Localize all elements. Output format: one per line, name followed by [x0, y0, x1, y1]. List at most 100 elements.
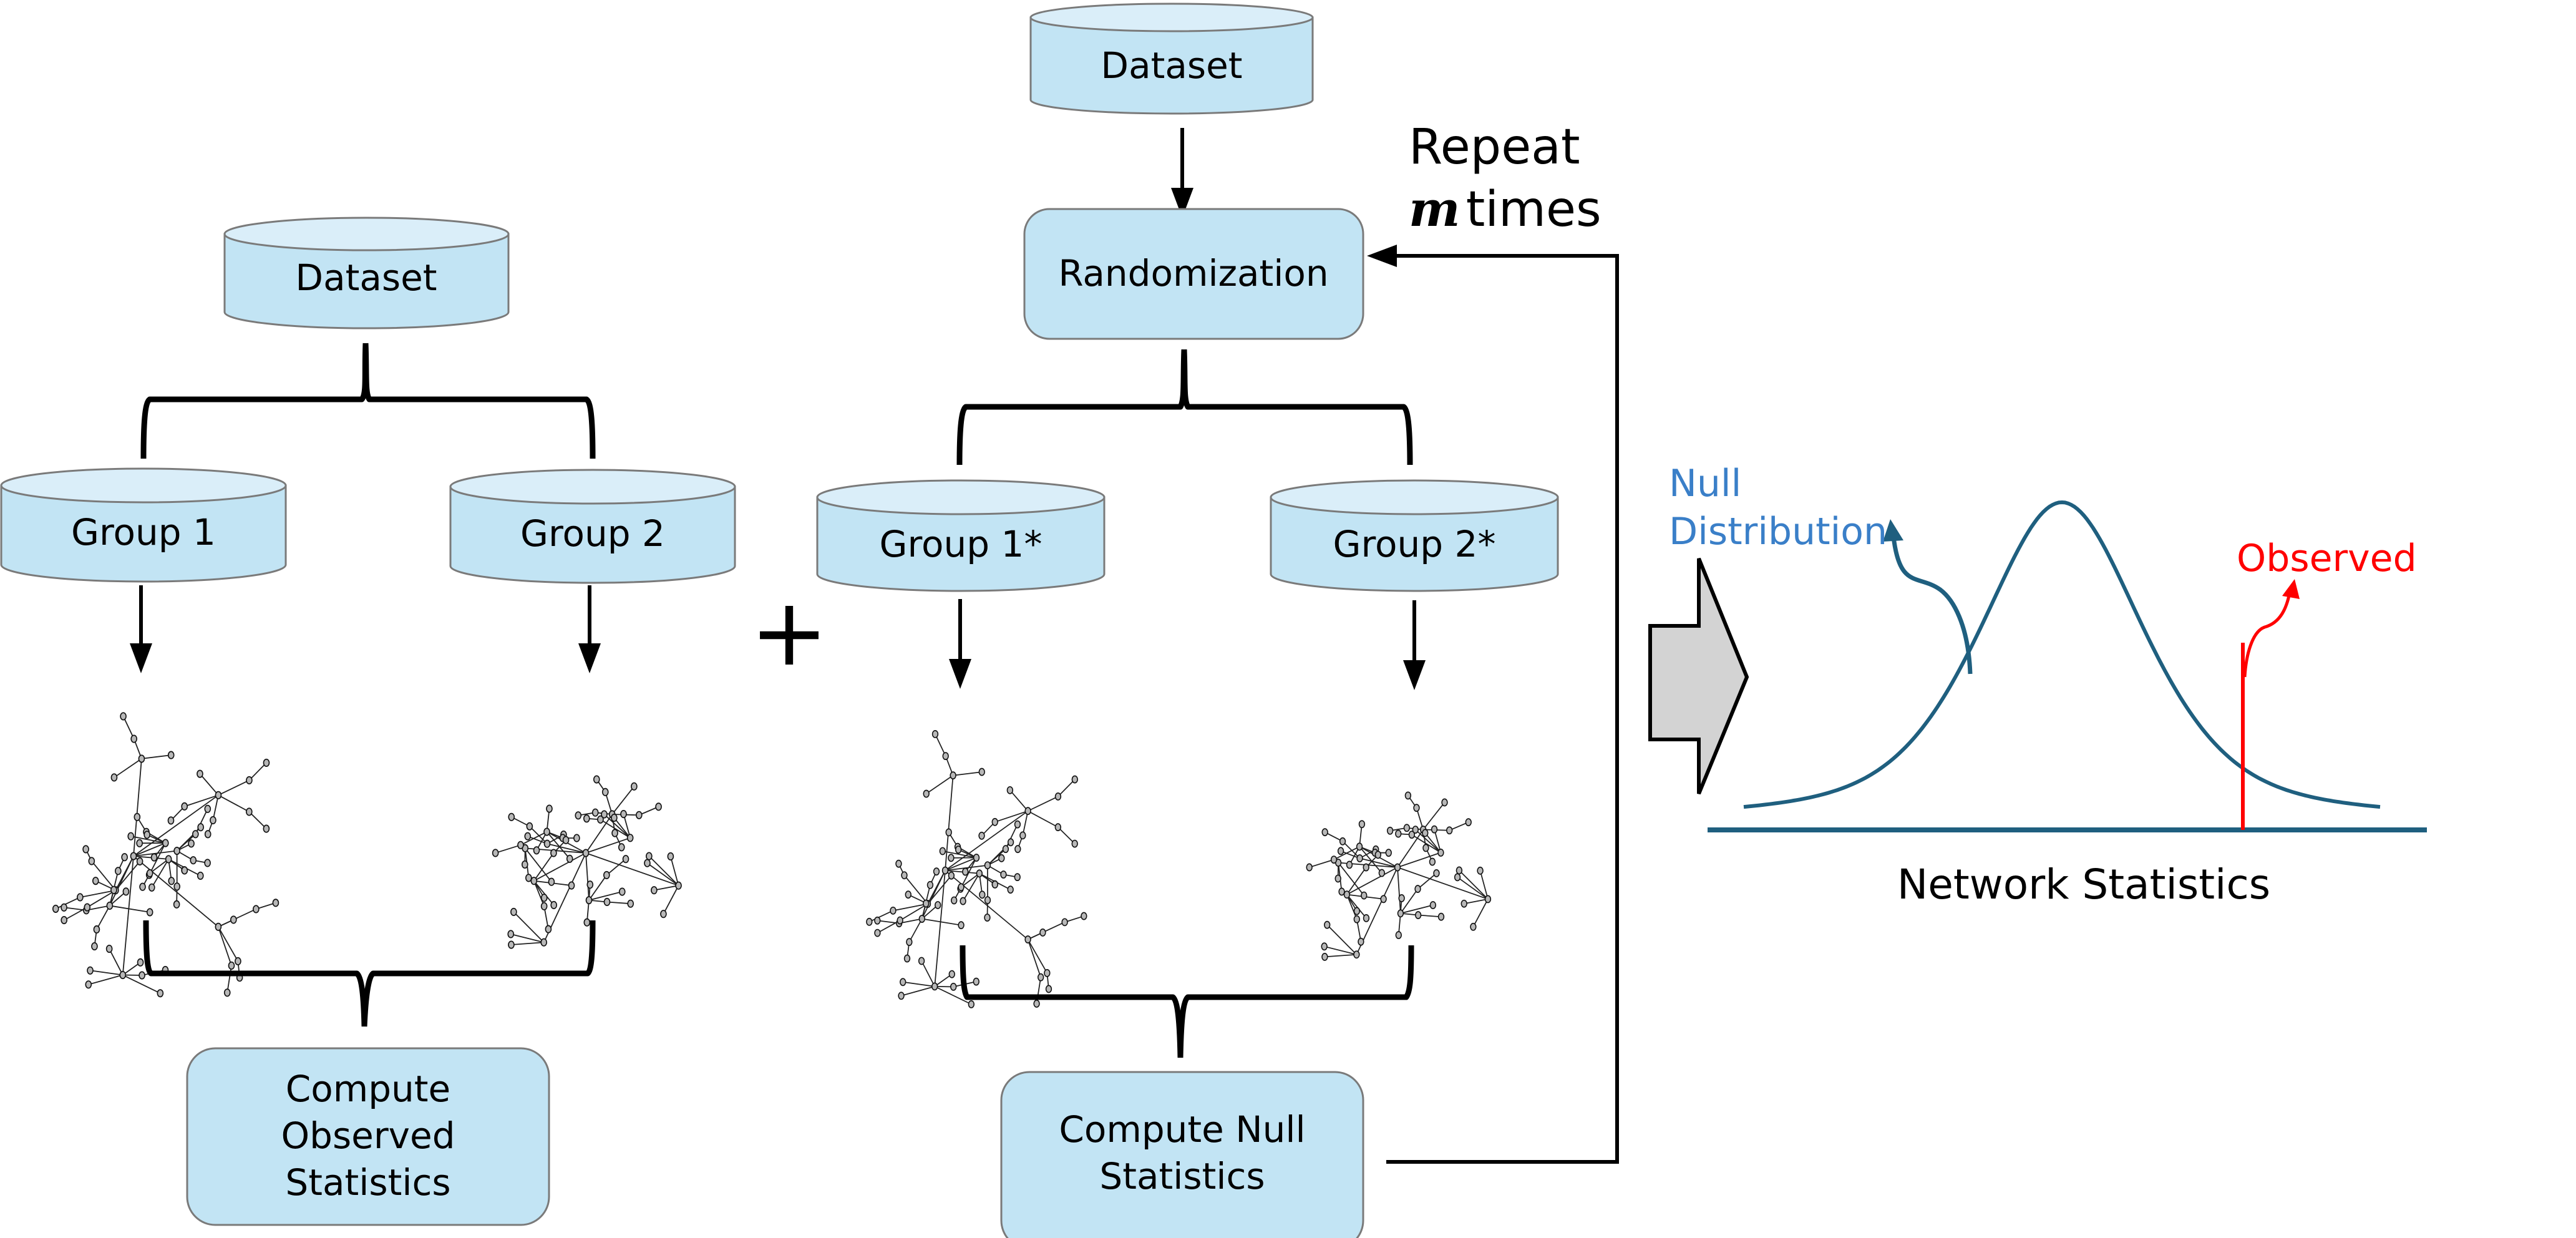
network-node: [246, 776, 253, 785]
network-node: [1071, 839, 1078, 848]
network-edge: [199, 773, 219, 796]
network-edge: [1397, 867, 1489, 900]
network-edge: [898, 918, 922, 924]
network-node: [1324, 920, 1331, 929]
network-node: [905, 890, 911, 899]
group1-star-label: Group 1*: [880, 523, 1043, 565]
network-node: [582, 849, 590, 857]
network-node: [611, 829, 618, 837]
network-edge: [151, 859, 169, 888]
network-edge: [218, 926, 239, 962]
network-node: [210, 816, 216, 824]
network-node: [1330, 855, 1338, 864]
network-edge: [648, 855, 679, 886]
network-node: [651, 886, 658, 895]
network-node: [1000, 870, 1007, 879]
network-edge: [141, 754, 172, 759]
network-edge: [945, 870, 1029, 940]
network-node: [1033, 1000, 1040, 1008]
network-edge: [1346, 867, 1398, 895]
network-node: [1397, 909, 1404, 918]
network-edge: [900, 903, 928, 921]
network-node: [1437, 912, 1445, 921]
network-graph-group1: [52, 712, 279, 998]
network-edge: [934, 986, 972, 1005]
network-node: [950, 982, 957, 991]
network-node: [1353, 915, 1361, 924]
network-node: [190, 856, 197, 865]
network-edge: [133, 794, 219, 857]
null-distribution-pointer-arrow: [1891, 536, 1973, 675]
network-edge: [935, 734, 946, 756]
network-edge: [945, 857, 977, 871]
network-node: [106, 901, 114, 910]
network-node: [962, 867, 969, 876]
network-node: [1422, 844, 1429, 852]
network-node: [1321, 942, 1328, 951]
network-edge: [533, 852, 555, 882]
network-node: [110, 885, 117, 894]
network-node: [1356, 842, 1363, 851]
network-node: [941, 866, 949, 875]
network-node: [137, 958, 144, 967]
network-edge: [1064, 915, 1084, 923]
network-node: [568, 881, 575, 890]
compute-null-box: Compute Null Statistics: [1000, 1071, 1364, 1238]
network-node: [1461, 899, 1467, 908]
network-edge: [109, 948, 124, 975]
network-edge: [525, 847, 552, 882]
network-node: [215, 791, 222, 799]
network-node: [88, 857, 95, 865]
network-node: [136, 839, 143, 847]
network-node: [597, 815, 604, 824]
network-node: [618, 843, 625, 852]
network-edge: [1415, 829, 1441, 854]
network-node: [890, 906, 897, 915]
network-node: [611, 813, 618, 822]
network-edge: [945, 775, 954, 871]
network-node: [931, 729, 939, 738]
network-node: [173, 882, 181, 891]
network-edge: [248, 811, 267, 829]
network-edge: [109, 905, 150, 913]
network-edge: [1472, 899, 1489, 927]
network-node: [204, 804, 211, 813]
network-edge: [511, 942, 544, 945]
compute-null-line1: Compute Null: [1059, 1108, 1305, 1151]
network-node: [517, 841, 524, 849]
network-node: [91, 942, 98, 951]
observed-pointer-arrow: [2243, 592, 2292, 678]
network-edge: [960, 873, 980, 888]
network-node: [935, 901, 941, 909]
network-node: [87, 966, 94, 975]
network-edge: [1009, 789, 1029, 812]
network-edge: [115, 860, 140, 891]
network-edge: [1022, 811, 1029, 836]
network-node: [895, 859, 902, 868]
network-edge: [1411, 834, 1441, 854]
network-node: [1361, 891, 1368, 900]
network-node: [933, 867, 940, 876]
network-edge: [226, 965, 232, 993]
network-node: [165, 855, 172, 864]
network-node: [157, 989, 164, 998]
network-node: [533, 846, 540, 855]
network-node: [204, 859, 211, 867]
network-edge: [133, 850, 177, 857]
repeat-label-line1: Repeat: [1409, 119, 1580, 175]
network-node: [1014, 873, 1021, 882]
network-node: [1404, 791, 1412, 800]
network-node: [1339, 837, 1346, 846]
network-node: [1306, 863, 1313, 872]
network-node: [540, 894, 548, 902]
network-edge: [1417, 872, 1437, 890]
network-node: [146, 908, 153, 917]
network-edge: [115, 855, 134, 891]
observed-merge-brace: [143, 920, 596, 1027]
network-node: [631, 782, 638, 791]
network-node: [601, 810, 608, 819]
network-node: [866, 917, 873, 926]
network-node: [1446, 826, 1453, 835]
network-edge: [1027, 939, 1048, 973]
network-edge: [88, 974, 124, 985]
